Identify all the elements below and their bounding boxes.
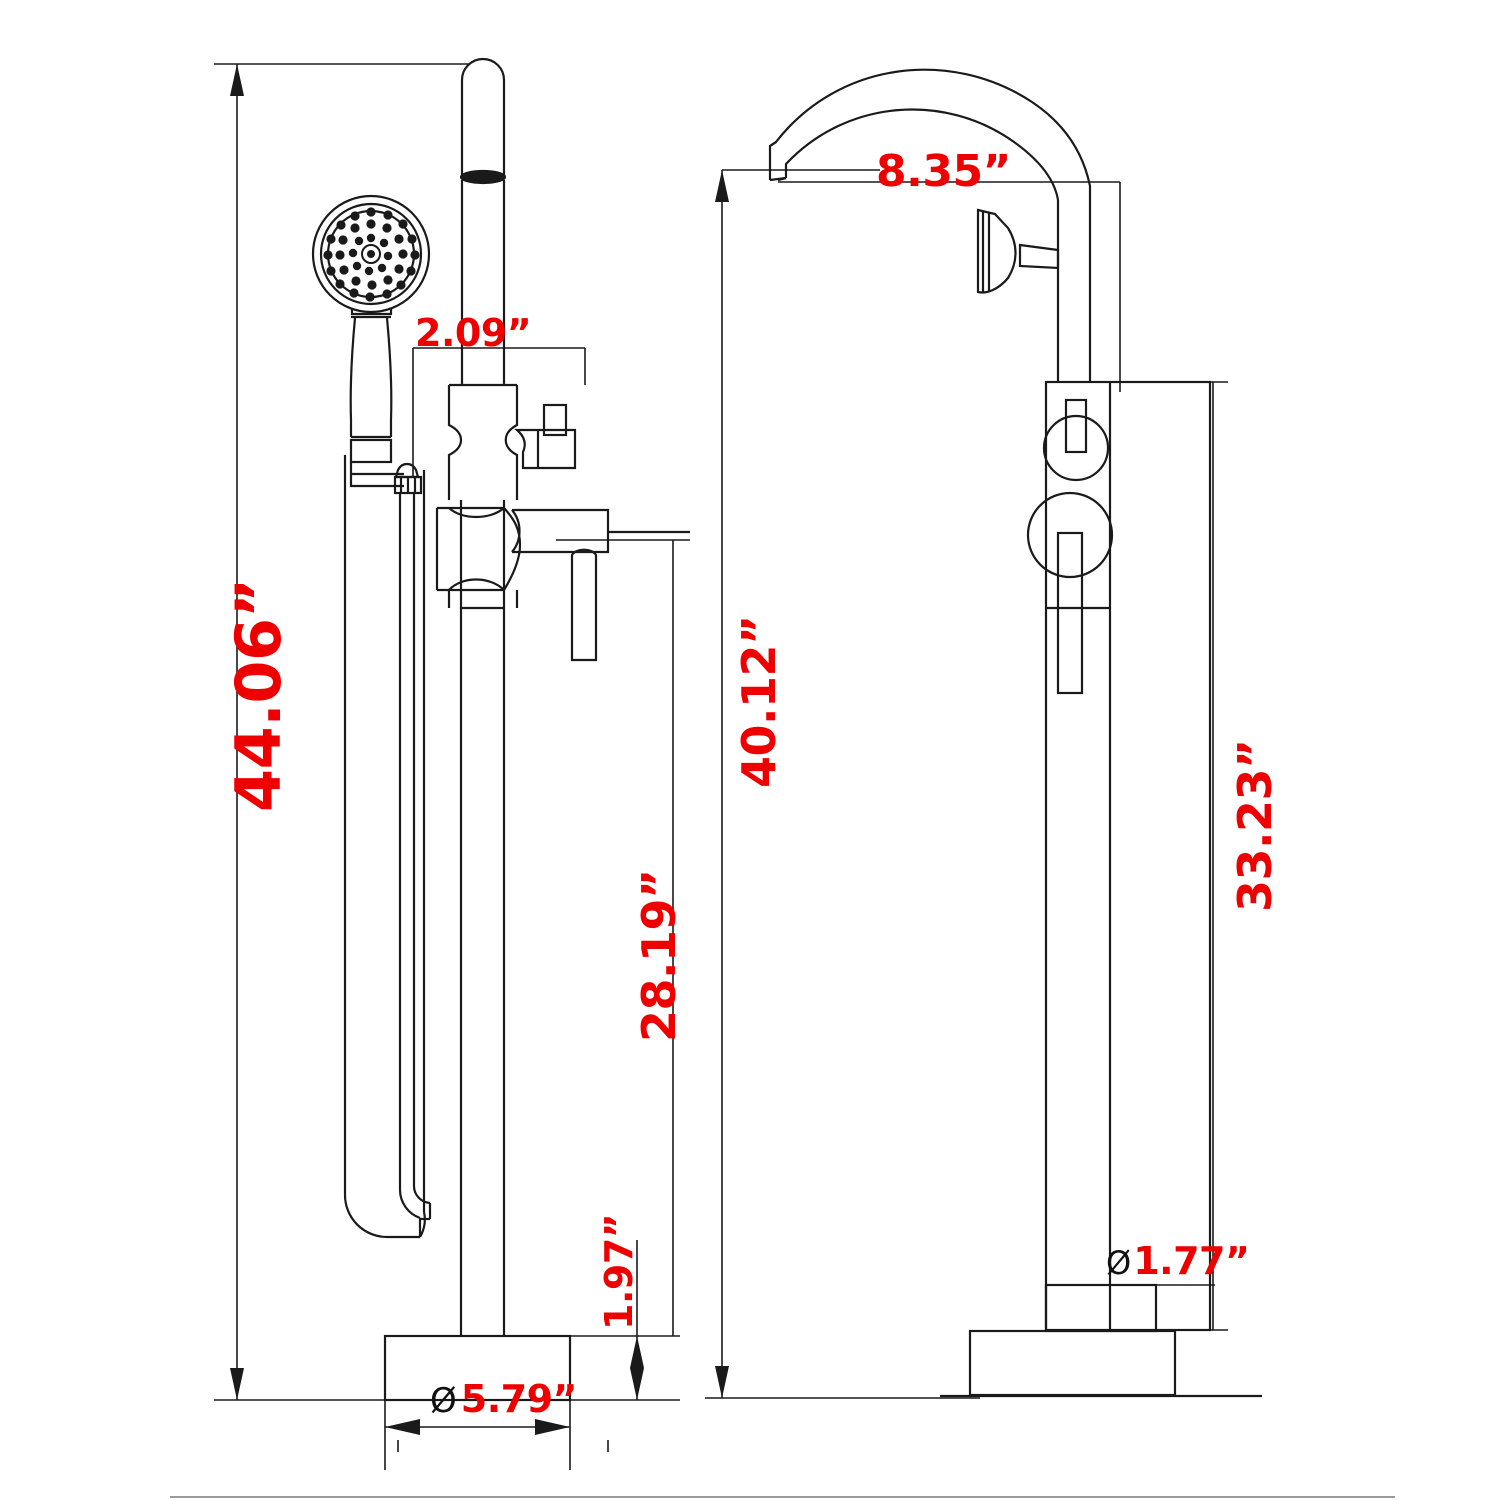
dimension-label-base-height: 1.97” (597, 1213, 641, 1330)
dimension-group-column-diameter: Ø 1.77” (1106, 1239, 1250, 1283)
hose-inner-right (412, 493, 431, 1205)
hose-inner-left (398, 493, 421, 1220)
column-housing (1044, 380, 1212, 1332)
mixer-right-curve (511, 509, 521, 553)
dimension-label-column-diameter: 1.77” (1133, 1239, 1250, 1283)
lower-handle-lever-bar (1056, 531, 1084, 695)
left-view-geometry (311, 57, 690, 1402)
handshower-head-outer (311, 194, 431, 314)
base-plate-right-view (968, 1329, 1177, 1397)
arrow-base-up (630, 1336, 644, 1368)
arrow-base-down (630, 1368, 644, 1400)
spout-lip (777, 176, 787, 182)
dimension-group-base-diameter: Ø 5.79” (430, 1377, 578, 1421)
arrow-4012-down (715, 1366, 729, 1398)
spout-outer-arc (768, 68, 1092, 200)
upper-handle-lever-bar (1064, 398, 1088, 454)
dimension-label-overall-height: 44.06” (222, 578, 295, 812)
hose-outer-right-bend (419, 1211, 426, 1238)
handshower-bracket-arm (349, 462, 404, 488)
mixer-top-curve (448, 507, 505, 518)
valve-upper-right-profile (504, 385, 519, 500)
diameter-symbol-base: Ø (430, 1381, 457, 1421)
arrow-down-overall (230, 1368, 244, 1400)
valve-upper-left-profile (447, 385, 463, 500)
hose-connector-cap (394, 462, 420, 479)
diameter-symbol-column: Ø (1106, 1244, 1132, 1282)
handshower-collar-top (350, 308, 393, 316)
arrow-4012-up (715, 170, 729, 202)
handshower-handle-left (349, 317, 357, 437)
mixer-body-profile (437, 506, 522, 592)
dimension-label-spout-reach: 8.35” (876, 146, 1011, 197)
riser-joint-ellipse (459, 169, 507, 185)
arrow-up-overall (230, 64, 244, 96)
handshower-cradle-cup (976, 208, 1017, 294)
lower-handle-lever (570, 548, 598, 662)
handshower-handle-right (385, 317, 393, 437)
dimension-label-handheld-offset: 2.09” (415, 311, 532, 355)
arrow-dia-right (535, 1419, 570, 1435)
handshower-nozzle-dots (323, 207, 420, 302)
cradle-stem (1018, 243, 1060, 270)
upper-handle-lever (542, 403, 568, 437)
arrow-dia-left (385, 1419, 420, 1435)
column-floor-flange (1044, 1283, 1158, 1333)
mixer-bottom-curve (448, 578, 505, 591)
spout-nose-top (769, 141, 777, 147)
hose-outer-left (343, 455, 420, 1239)
base-plate-left-view (383, 1334, 572, 1402)
upper-handle-arm (514, 428, 577, 470)
handshower-head-rim (319, 202, 423, 306)
riser-pipe-top-cap (460, 57, 506, 175)
spout-inner-arc (784, 108, 1060, 201)
upper-round-handle (1042, 414, 1110, 482)
right-view-geometry (768, 68, 1262, 1398)
dimension-label-column-height: 33.23” (1228, 739, 1282, 912)
lower-round-handle (1026, 491, 1114, 579)
dimension-label-base-diameter: 5.79” (460, 1377, 578, 1421)
dimension-label-valve-height: 28.19” (632, 869, 686, 1042)
dimension-lines-group (214, 63, 1228, 1470)
handshower-handle-cuff (349, 438, 393, 464)
mixer-right-block (512, 508, 610, 554)
dimension-label-spout-height: 40.12” (732, 615, 786, 788)
